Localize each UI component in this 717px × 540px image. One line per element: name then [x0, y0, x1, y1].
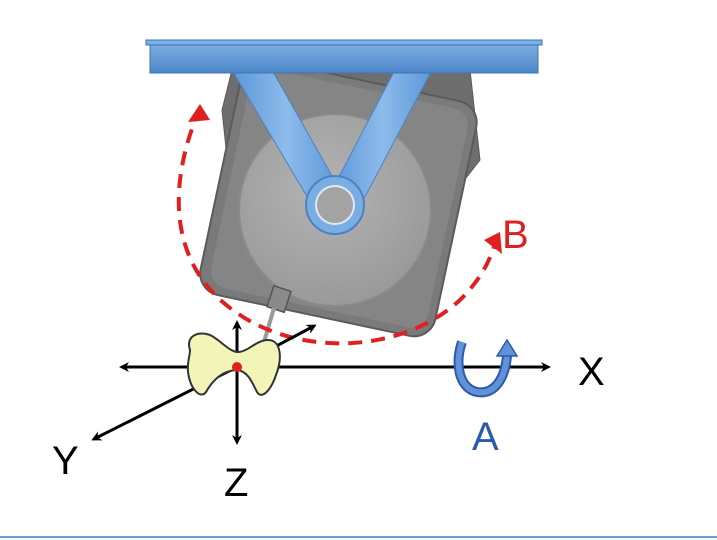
b-axis-rotation-arrow: [176, 107, 498, 346]
a-rotation-label: A: [472, 415, 499, 459]
b-rotation-label: B: [502, 213, 529, 257]
b-arrowhead-right: [484, 232, 502, 254]
b-arrowhead-top: [188, 104, 210, 122]
top-rail: [145, 39, 543, 74]
origin-point: [232, 362, 242, 372]
tool-holder: [261, 284, 292, 345]
a-axis-rotation-arrow: [453, 338, 519, 398]
z-axis-label: Z: [224, 461, 248, 505]
support-arms: [231, 69, 433, 235]
bottom-divider: [0, 536, 717, 538]
x-axis-label: X: [578, 350, 605, 394]
y-axis-label: Y: [52, 439, 79, 483]
